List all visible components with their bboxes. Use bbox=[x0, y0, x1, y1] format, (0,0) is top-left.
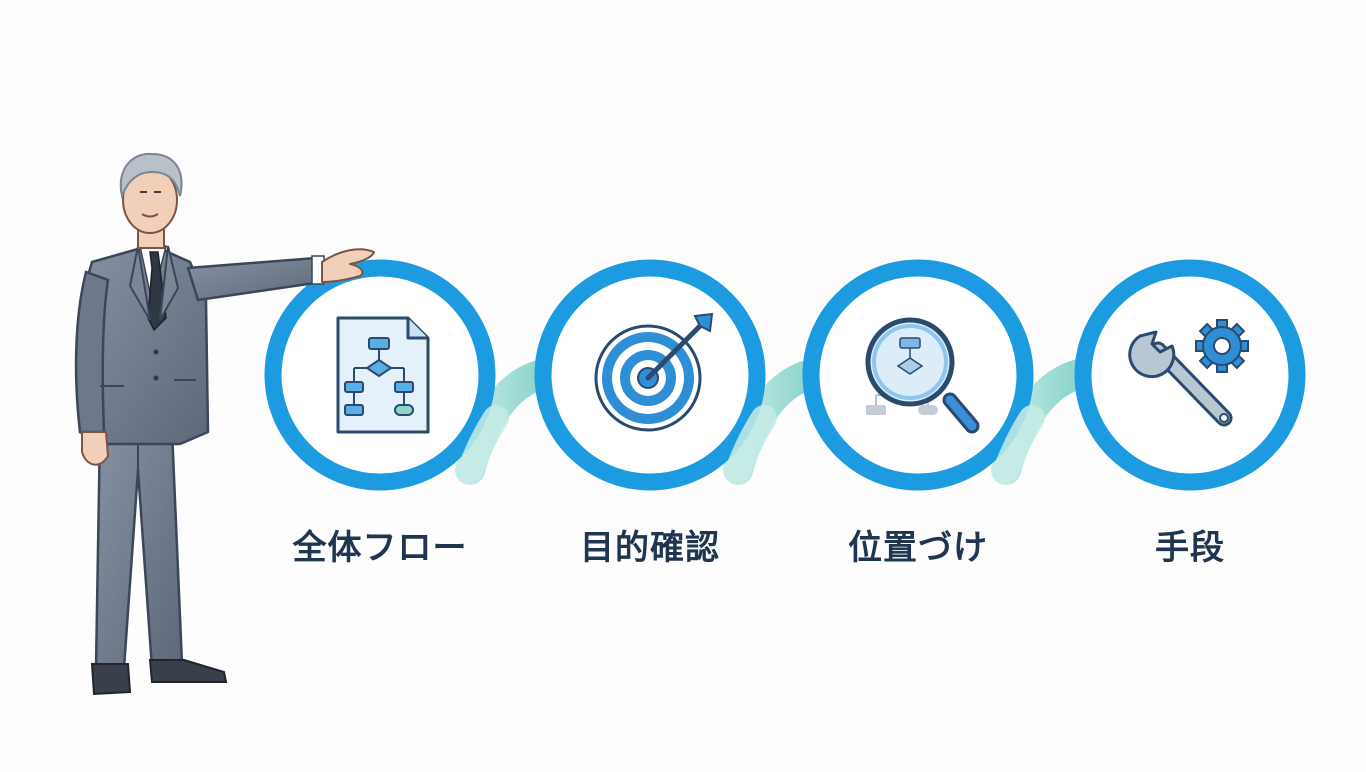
step-label-1: 全体フロー bbox=[292, 528, 468, 568]
step-label-4: 手段 bbox=[1155, 528, 1225, 568]
step-label-2: 目的確認 bbox=[580, 528, 720, 568]
magnifier-flowchart-icon bbox=[865, 317, 980, 434]
target-arrow-icon bbox=[594, 312, 714, 432]
wrench-gear-icon bbox=[1128, 319, 1249, 427]
step-label-3: 位置づけ bbox=[848, 528, 988, 568]
presenter-figure bbox=[74, 152, 375, 696]
flowchart-document-icon bbox=[336, 316, 430, 434]
connector-overlays bbox=[457, 405, 1045, 483]
